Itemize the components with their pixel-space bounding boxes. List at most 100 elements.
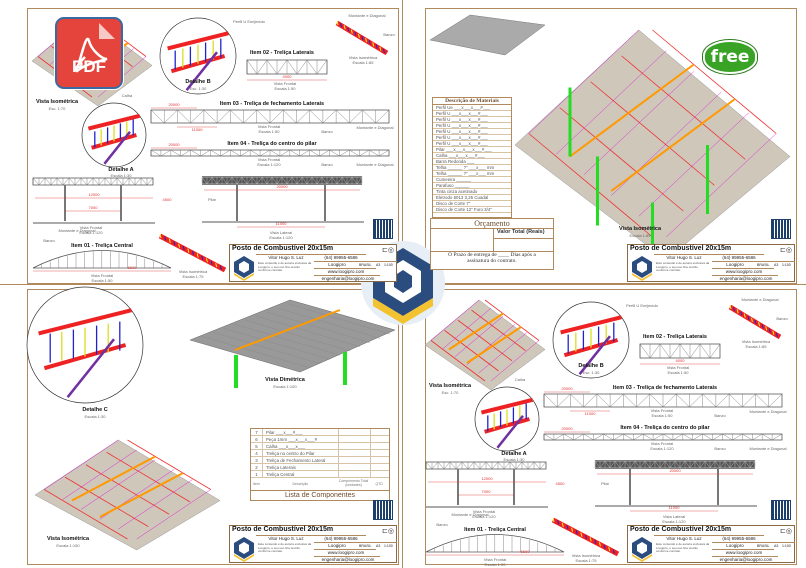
drawing-label: Vista Frontal	[257, 124, 281, 129]
frame-beam	[457, 319, 513, 362]
copyright-note: Este conteúdo é de autoria exclusiva da …	[258, 542, 312, 553]
drawing-line	[533, 461, 541, 470]
company: Loogipro	[712, 261, 756, 268]
drawing-line	[150, 109, 165, 124]
drawing-line	[684, 460, 691, 469]
drawing-label: Escala 1:85	[352, 60, 374, 65]
drawing-line	[180, 149, 191, 157]
material-row: Barra Redonda ___	[433, 159, 511, 165]
drawing-line	[216, 176, 223, 185]
drawing-label: Item 03 - Treliça de fechamento Laterais	[219, 101, 325, 107]
drawing-line	[326, 176, 333, 185]
loogipro-logo	[234, 256, 254, 281]
drawing-line	[639, 343, 651, 359]
drawing-line	[762, 433, 773, 441]
component-desc: Treliça Laterais	[263, 464, 339, 470]
email-link[interactable]: engenharia@loogipro.com	[712, 275, 778, 282]
drawing-line	[286, 176, 293, 185]
drawing-label: 4000	[282, 74, 292, 79]
drawing-label: Vista Frontal	[79, 225, 103, 230]
material-row: Cumeeira ______	[433, 177, 511, 183]
budget-deadline: O Prazo de entrega de ____ Dias após a a…	[431, 251, 553, 264]
purlin	[103, 131, 131, 165]
drawing-line	[281, 176, 288, 185]
drawing-line	[341, 176, 348, 185]
drawing-line	[659, 460, 666, 469]
drawing-line	[316, 59, 328, 75]
truss-member	[210, 260, 213, 265]
frame-beam	[484, 299, 540, 341]
drawing-line	[146, 177, 154, 186]
truss-member	[603, 544, 606, 549]
truss-member	[580, 532, 583, 537]
truss-member	[585, 534, 587, 540]
drawing-label: Item 02 - Treliça Laterais	[643, 334, 707, 340]
drawing-line	[246, 59, 258, 75]
roof-rib	[255, 315, 361, 347]
drawing-line	[734, 460, 741, 469]
drawing-line	[603, 433, 614, 441]
truss-member	[750, 317, 753, 322]
drawing-label: Escala 1:85	[745, 344, 767, 349]
drawing-line	[134, 177, 142, 186]
material-row: Disco de Corte 12" Furo 3/4"	[433, 207, 511, 213]
drawing-line	[593, 433, 604, 441]
drawing-line	[150, 149, 162, 157]
drawing-line	[443, 461, 451, 470]
component-desc: Peça 1mm ___x___x___#	[263, 436, 339, 442]
truss-member	[173, 241, 176, 246]
component-desc: Treliça de Fechamento Lateral	[263, 457, 339, 463]
drawing-label: Banzo	[43, 238, 55, 243]
drawing-label: Escala 1:120	[662, 519, 686, 524]
ground-slab	[34, 439, 221, 551]
truss-member	[575, 530, 578, 535]
drawing-label: Vista Lateral	[662, 514, 686, 519]
truss-member	[350, 29, 353, 34]
material-row: Pilar ___x___x___x___#___	[433, 147, 511, 153]
drawing-line	[634, 460, 641, 469]
truss-member	[192, 250, 194, 256]
drawing-line	[728, 393, 743, 408]
drawing-line	[662, 433, 674, 441]
drawing-line	[682, 433, 693, 441]
truss-member	[566, 525, 569, 530]
roof-rib	[200, 335, 311, 368]
drawing-line	[702, 433, 713, 441]
drawing-label: Detalhe A	[108, 167, 134, 173]
drawing-line	[336, 176, 343, 185]
drawing-label: Banzo	[714, 413, 726, 418]
drawing-line	[715, 393, 730, 408]
drawing-line	[714, 460, 721, 469]
phone: (64) 99955-6586	[712, 254, 764, 261]
author: Vitor Hugo S. Luz	[256, 535, 314, 542]
frame-beam	[85, 464, 170, 515]
truss-member	[743, 313, 746, 318]
drawing-line	[449, 461, 457, 470]
material-row: Tinta cinza acetinado	[433, 189, 511, 195]
drawing-line	[283, 109, 297, 124]
drawing-line	[662, 393, 677, 408]
material-row: Telha ______ ?" ___x___ mm	[433, 165, 511, 171]
materials-title: Descrição de Materiais	[433, 98, 511, 105]
drawing-label: Vista Frontal	[472, 509, 496, 514]
website-link[interactable]: www.loogipro.com	[314, 549, 376, 556]
projection-symbol-icon: ⊏◎	[780, 247, 792, 254]
email-link[interactable]: engenharia@loogipro.com	[712, 556, 778, 563]
website-link[interactable]: www.loogipro.com	[314, 268, 376, 275]
drawing-line	[38, 177, 46, 186]
drawing-label: Vista Frontal	[483, 557, 507, 562]
drawing-label: 6600	[127, 265, 137, 270]
website-link[interactable]: www.loogipro.com	[712, 268, 774, 275]
component-desc: Treliça Central	[263, 471, 339, 477]
drawing-label: Vista Isométrica	[348, 55, 378, 60]
drawing-line	[619, 460, 626, 469]
website-link[interactable]: www.loogipro.com	[712, 549, 774, 556]
email-link[interactable]: engenharia@loogipro.com	[314, 275, 380, 282]
email-link[interactable]: engenharia@loogipro.com	[314, 556, 380, 563]
frame-beam	[430, 340, 486, 382]
drawing-line	[104, 177, 112, 186]
roof-rib	[277, 307, 381, 339]
drawing-label: Escala 1:85	[629, 233, 651, 238]
component-item: 1	[251, 471, 263, 477]
